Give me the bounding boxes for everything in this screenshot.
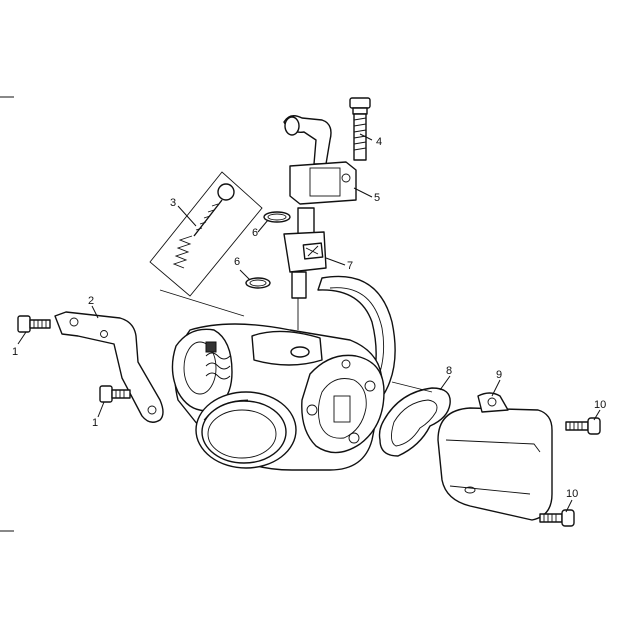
part-long-bolt	[349, 97, 371, 161]
callout-10-lower: 10	[566, 488, 578, 500]
callout-2: 2	[88, 295, 94, 307]
part-o-ring-upper	[263, 211, 291, 223]
callout-1-lower: 1	[92, 417, 98, 429]
callout-5: 5	[374, 192, 380, 204]
part-adjusting-screw-spring	[149, 171, 263, 317]
callout-9: 9	[496, 369, 502, 381]
callout-6-upper: 6	[252, 227, 258, 239]
callout-1-upper: 1	[12, 346, 18, 358]
part-holder-elbow	[283, 115, 357, 205]
part-screw-upper-left	[17, 315, 51, 333]
part-injector	[283, 207, 327, 330]
part-throttle-sensor	[437, 392, 553, 521]
part-screw-lower-left	[99, 385, 131, 403]
part-o-ring-lower	[245, 277, 271, 289]
callout-6-lower: 6	[234, 256, 240, 268]
callout-8: 8	[446, 365, 452, 377]
part-gasket	[378, 381, 451, 457]
callout-3: 3	[170, 197, 176, 209]
part-screw-upper-right	[565, 417, 601, 435]
callout-10-upper: 10	[594, 399, 606, 411]
callout-4: 4	[376, 136, 382, 148]
part-bracket	[54, 311, 164, 423]
part-screw-lower-right	[539, 509, 575, 527]
leader-lines	[17, 133, 601, 513]
callout-7: 7	[347, 260, 353, 272]
part-throttle-body	[171, 275, 396, 471]
